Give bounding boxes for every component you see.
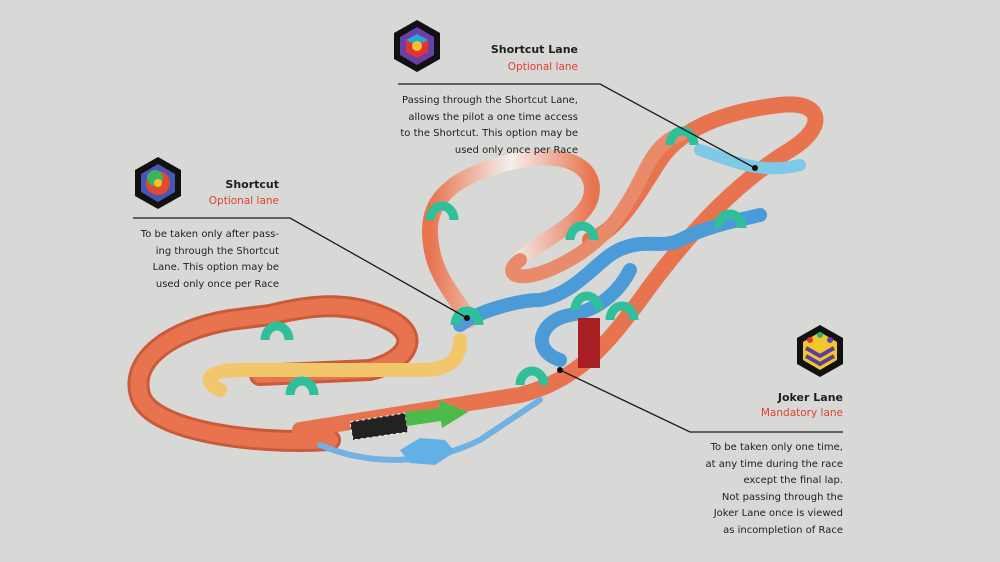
shortcut-subtitle: Optional lane [208, 195, 279, 207]
gate [570, 291, 604, 311]
leader-dot [752, 165, 758, 171]
description-line: except the final lap. [743, 475, 843, 486]
description-line: used only once per Race [454, 144, 578, 156]
description-line: Joker Lane once is viewed [713, 508, 843, 519]
shortcut-title: Shortcut [225, 178, 279, 191]
gate [565, 221, 599, 241]
joker-lane-hex-icon [797, 325, 843, 377]
description-line: as incompletion of Race [723, 524, 843, 536]
joker-lane-description: To be taken only one time, at any time d… [706, 440, 843, 539]
hexagon-pad [400, 438, 455, 465]
description-line: To be taken only one time, [710, 442, 843, 453]
gate [285, 376, 319, 396]
description-line: ing through the Shortcut [155, 245, 279, 257]
gates [260, 126, 747, 396]
shortcut-lane-hex-icon [394, 20, 440, 72]
shortcut-lane-title: Shortcut Lane [490, 43, 578, 56]
description-line: Not passing through the [721, 491, 843, 503]
gate [605, 301, 639, 321]
gate [450, 306, 484, 326]
description-line: Passing through the Shortcut Lane, [402, 95, 578, 106]
gate [425, 201, 459, 221]
shortcut-lane-description: Passing through the Shortcut Lane, allow… [400, 93, 578, 159]
shortcut-lane-subtitle: Optional lane [507, 61, 578, 73]
leader-lines [133, 83, 843, 433]
shortcut-description: To be taken only after pass- ing through… [141, 227, 279, 293]
description-line: used only once per Race [155, 278, 279, 290]
direction-arrow-icon [405, 400, 468, 428]
description-line: to the Shortcut. This option may be [400, 128, 578, 139]
description-line: allows the pilot a one time access [408, 111, 578, 123]
joker-lane-title: Joker Lane [777, 391, 843, 404]
description-line: To be taken only after pass- [140, 229, 279, 240]
joker-gate-structure [578, 318, 600, 368]
joker-lane-subtitle: Mandatory lane [760, 407, 843, 419]
checkered-start-line [349, 412, 409, 441]
description-line: at any time during the race [705, 458, 843, 470]
description-line: Lane. This option may be [152, 262, 279, 273]
gate [665, 126, 699, 146]
gate [260, 321, 294, 341]
gate [515, 366, 549, 386]
gate [713, 209, 747, 229]
main-track [127, 96, 824, 463]
shortcut-hex-icon [135, 157, 181, 209]
leader-dot [557, 367, 563, 373]
leader-dot [464, 315, 470, 321]
